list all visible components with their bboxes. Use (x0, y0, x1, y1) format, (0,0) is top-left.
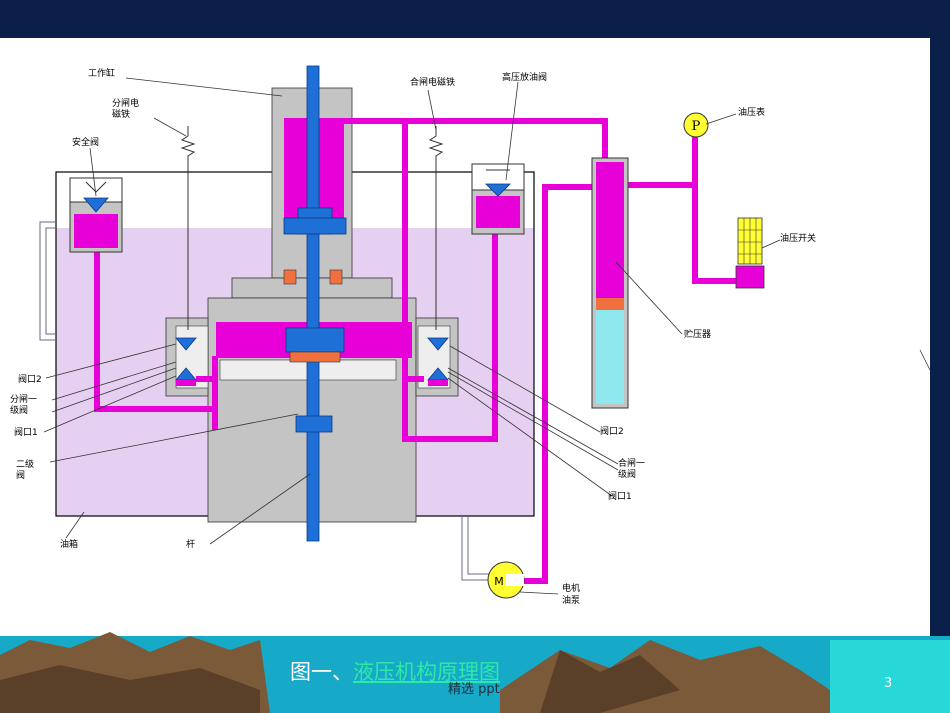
caption-link[interactable]: 液压机构原理图 (353, 660, 500, 684)
seal-left (283, 269, 297, 285)
hp-release-valve (471, 163, 525, 235)
label-pressure-switch: 油压开关 (780, 232, 816, 244)
label-open-stage1-2: 级阀 (10, 404, 28, 416)
gauge-symbol: P (692, 119, 701, 134)
label-port1-right: 阀口1 (608, 491, 632, 502)
label-close-stage1-1: 合闸一 (618, 457, 645, 469)
motor-symbol: M (494, 575, 504, 588)
label-oil-gauge: 油压表 (738, 106, 765, 118)
oil-pressure-switch (735, 217, 765, 289)
diagram-labels: 工作缸 分闸电 磁铁 安全阀 合闸电磁铁 高压放油阀 油压表 油压开关 贮压器 … (10, 67, 816, 606)
safety-valve (69, 177, 123, 253)
accumulator (591, 157, 629, 409)
label-open-magnet-1: 分闸电 (112, 97, 139, 109)
figure-caption: 图一、液压机构原理图 (290, 656, 500, 686)
label-stage2-2: 阀 (16, 470, 25, 481)
label-pump-2: 油泵 (562, 594, 580, 606)
label-rod: 杆 (186, 538, 195, 550)
stage1-valves (175, 337, 449, 386)
label-oil-tank: 油箱 (60, 538, 78, 550)
label-port2-left: 阀口2 (18, 374, 42, 385)
page-number: 3 (884, 676, 893, 691)
magnet-springs (180, 126, 444, 330)
caption-prefix: 图一、 (290, 660, 353, 684)
seal-right (329, 269, 343, 285)
label-port1-left: 阀口1 (14, 427, 38, 438)
label-pump-1: 电机 (562, 582, 580, 594)
label-hp-release-valve: 高压放油阀 (502, 71, 547, 83)
label-port2-right: 阀口2 (600, 426, 624, 437)
footer-text: 精选 ppt (448, 682, 500, 697)
label-work-cylinder: 工作缸 (88, 67, 115, 79)
return-lines (39, 221, 490, 581)
motor-pump: M (487, 561, 525, 599)
label-open-magnet-2: 磁铁 (112, 108, 130, 120)
oil-pressure-gauge: P (683, 112, 709, 138)
label-accumulator: 贮压器 (684, 328, 711, 340)
leader-lines (43, 77, 931, 595)
mountain-decoration (0, 632, 950, 713)
label-close-magnet: 合闸电磁铁 (410, 76, 455, 88)
piston-rod (283, 65, 347, 542)
label-open-stage1-1: 分闸一 (10, 394, 37, 405)
label-safety-valve: 安全阀 (72, 136, 99, 148)
label-close-stage1-2: 级阀 (618, 468, 636, 480)
label-stage2-1: 二级 (16, 458, 34, 470)
